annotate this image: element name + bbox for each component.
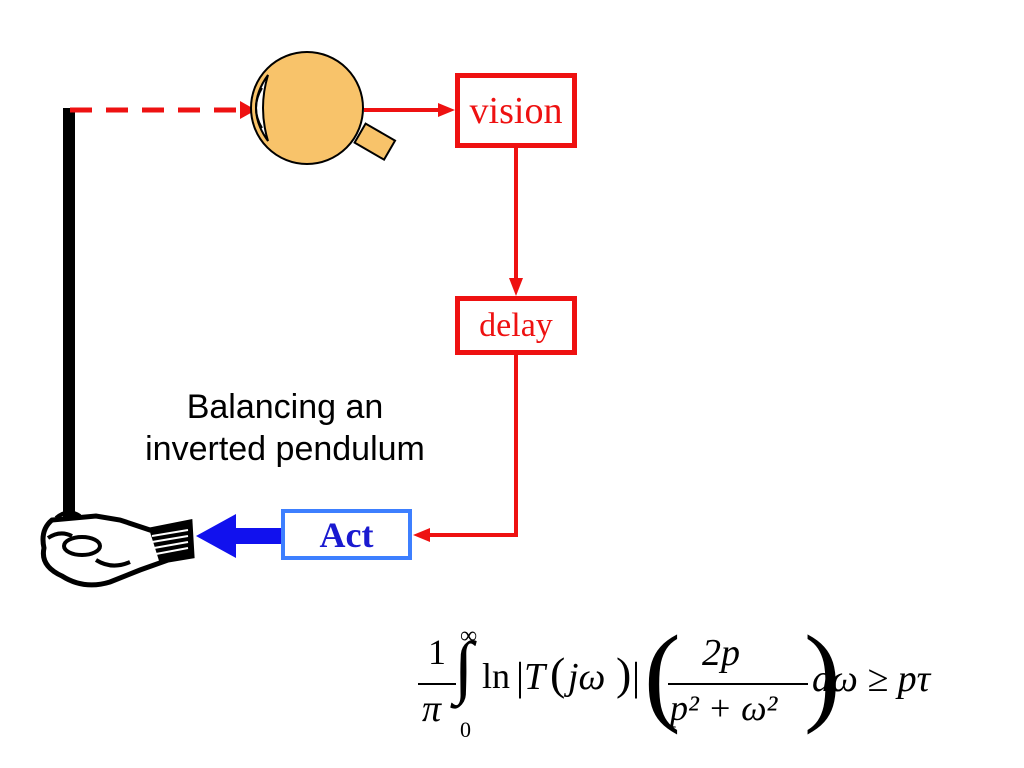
formula-integral-sign: ∫	[454, 629, 474, 706]
caption-line-1: Balancing an	[186, 388, 384, 426]
act-box: Act	[281, 509, 412, 560]
formula-frac1-numerator: 1	[428, 632, 446, 672]
formula-tail: dω ≥ pτ	[812, 658, 931, 700]
act-to-hand-arrowhead	[196, 514, 236, 558]
vision-label: vision	[469, 89, 563, 132]
hand-icon	[40, 510, 195, 588]
formula-frac2-numerator: 2p	[702, 632, 740, 674]
formula-argument: jω	[568, 656, 606, 698]
delay-to-act-path	[430, 355, 518, 537]
formula-frac2-denominator: p² + ω²	[670, 688, 778, 728]
act-label: Act	[319, 514, 374, 555]
act-to-hand-shaft	[232, 528, 282, 544]
formula-abs-right: |	[632, 654, 641, 699]
formula-frac1-denominator: π	[422, 688, 442, 730]
caption: Balancing an inverted pendulum	[100, 386, 470, 470]
pendulum-rod	[63, 108, 75, 528]
formula-paren-left: (	[550, 648, 566, 699]
formula-integral-lower: 0	[460, 717, 471, 742]
delay-box: delay	[455, 296, 577, 355]
formula-T: T	[524, 656, 546, 698]
formula-paren-right: )	[616, 648, 632, 699]
formula-frac2-bar	[668, 683, 808, 685]
sight-arrowhead	[240, 101, 256, 119]
vision-box: vision	[455, 73, 577, 148]
delay-label: delay	[479, 306, 553, 344]
formula-ln: ln	[482, 656, 511, 696]
bode-integral-formula: 1 π ∫ ∞ 0 ln | T ( jω ) | ( 2p p² + ω² )…	[410, 619, 970, 750]
caption-line-2: inverted pendulum	[145, 430, 425, 468]
formula-abs-left: |	[516, 654, 525, 699]
formula-bigparen-left: (	[644, 613, 681, 735]
formula-integral-upper: ∞	[460, 623, 478, 649]
formula-frac1-bar	[418, 683, 456, 685]
formula-bigparen-right: )	[804, 613, 841, 735]
eye-icon	[250, 51, 397, 165]
